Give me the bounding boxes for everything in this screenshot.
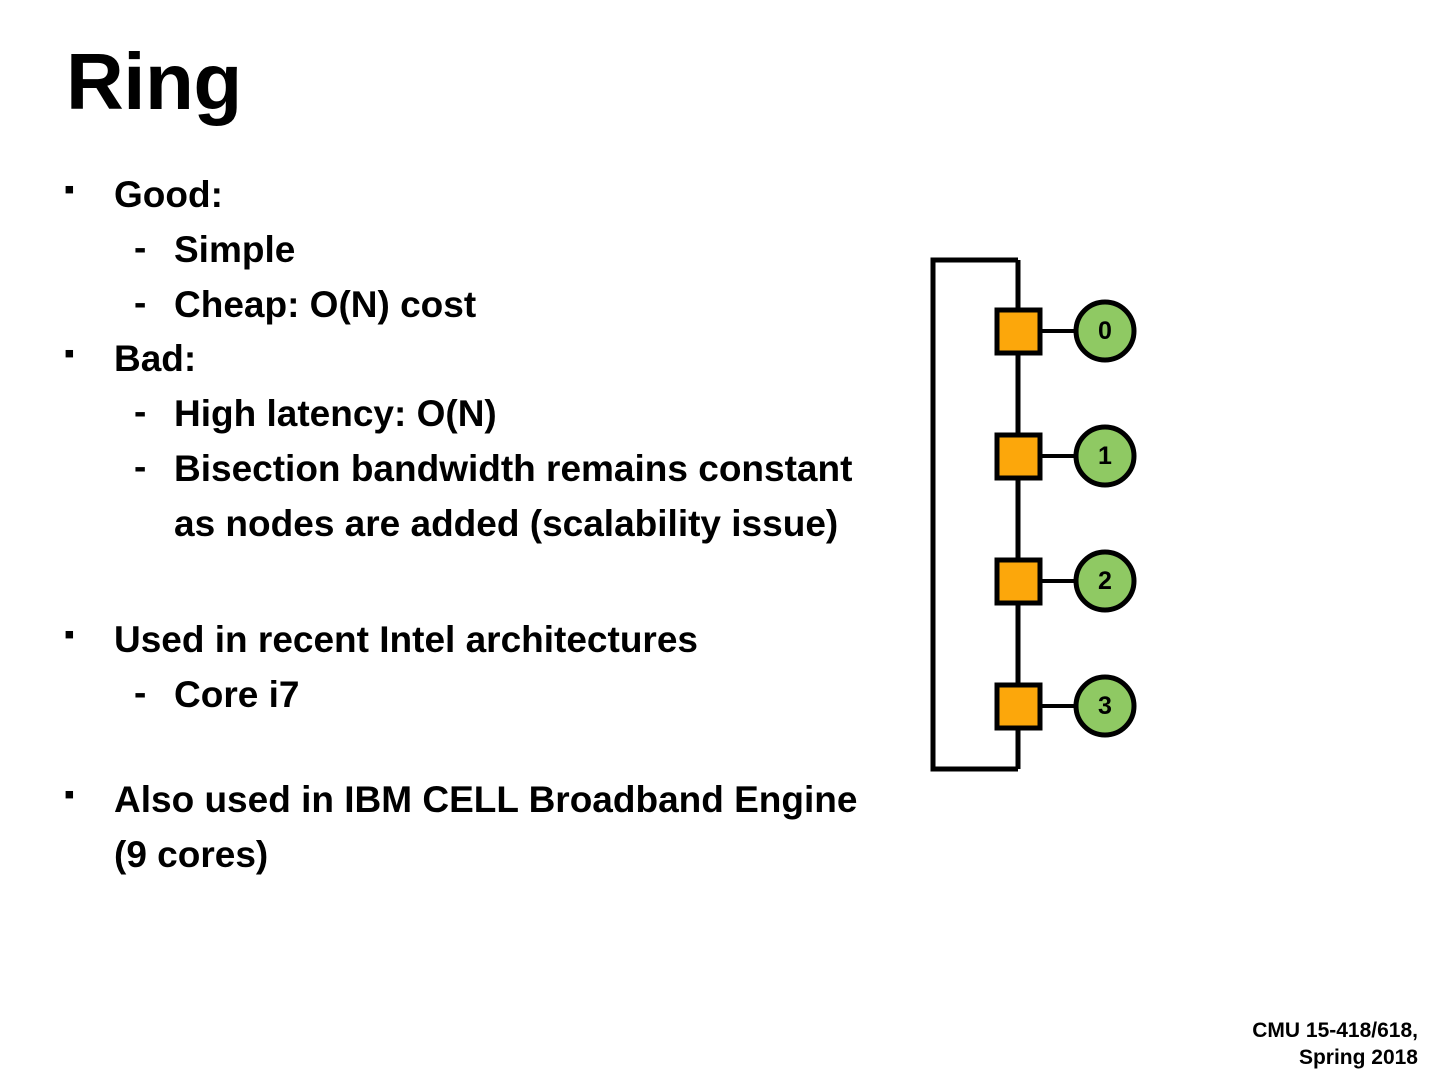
bullet-text: Bad:	[114, 338, 197, 380]
bullet-good: ▪ Good:	[64, 168, 864, 223]
bullet-intel-architectures: ▪ Used in recent Intel architectures	[64, 613, 864, 668]
bullet-bad: ▪ Bad:	[64, 332, 864, 387]
bullet-text: Used in recent Intel architectures	[114, 619, 698, 661]
bullet-text: Simple	[174, 228, 296, 270]
ring-row-2: 2	[994, 549, 1137, 613]
node-label-2: 2	[1098, 567, 1112, 595]
square-bullet-icon: ▪	[64, 337, 75, 371]
bullet-text: Bisection bandwidth remains constant as …	[174, 447, 853, 544]
dash-bullet-icon: -	[134, 391, 147, 432]
square-bullet-icon: ▪	[64, 777, 75, 811]
ring-row-0: 0	[994, 299, 1137, 363]
bullet-core-i7: - Core i7	[134, 668, 864, 723]
router-square-1	[994, 432, 1043, 481]
node-label-3: 3	[1098, 692, 1112, 720]
square-bullet-icon: ▪	[64, 173, 75, 206]
bullet-text: Core i7	[174, 674, 300, 715]
page-title: Ring	[66, 37, 242, 126]
ring-row-1: 1	[994, 424, 1137, 488]
node-circle-0	[1073, 299, 1137, 363]
ring-return-path	[930, 257, 1018, 772]
slide-footer: CMU 15-418/618, Spring 2018	[1252, 1018, 1418, 1072]
dash-bullet-icon: -	[134, 672, 147, 713]
square-bullet-icon: ▪	[64, 618, 75, 652]
footer-course: CMU 15-418/618,	[1252, 1019, 1418, 1043]
bullet-list: ▪ Good: - Simple - Cheap: O(N) cost ▪ Ba…	[64, 168, 864, 882]
bullet-text: Cheap: O(N) cost	[174, 283, 477, 325]
node-circle-2	[1073, 549, 1137, 613]
dash-bullet-icon: -	[134, 445, 147, 487]
router-square-3	[994, 682, 1043, 731]
node-circle-3	[1073, 674, 1137, 738]
router-square-0	[994, 307, 1043, 356]
bullet-cheap: - Cheap: O(N) cost	[134, 278, 864, 333]
bullet-ibm-cell: ▪ Also used in IBM CELL Broadband Engine…	[64, 773, 864, 883]
bullet-text: Also used in IBM CELL Broadband Engine (…	[114, 778, 858, 875]
spacer	[64, 723, 864, 773]
bullet-high-latency: - High latency: O(N)	[134, 387, 864, 442]
ring-row-3: 3	[994, 674, 1137, 738]
dash-bullet-icon: -	[134, 226, 147, 268]
dash-bullet-icon: -	[134, 281, 147, 323]
node-circle-1	[1073, 424, 1137, 488]
node-label-0: 0	[1098, 317, 1112, 345]
bullet-simple: - Simple	[134, 223, 864, 278]
bullet-text: Good:	[114, 174, 223, 215]
footer-term: Spring 2018	[1298, 1046, 1418, 1070]
spacer	[64, 551, 864, 613]
node-label-1: 1	[1098, 442, 1112, 470]
bullet-text: High latency: O(N)	[174, 393, 497, 434]
bullet-bisection-bandwidth: - Bisection bandwidth remains constant a…	[134, 442, 864, 552]
router-square-2	[994, 557, 1043, 606]
ring-topology-diagram: 0 1 2 3	[900, 240, 1180, 800]
